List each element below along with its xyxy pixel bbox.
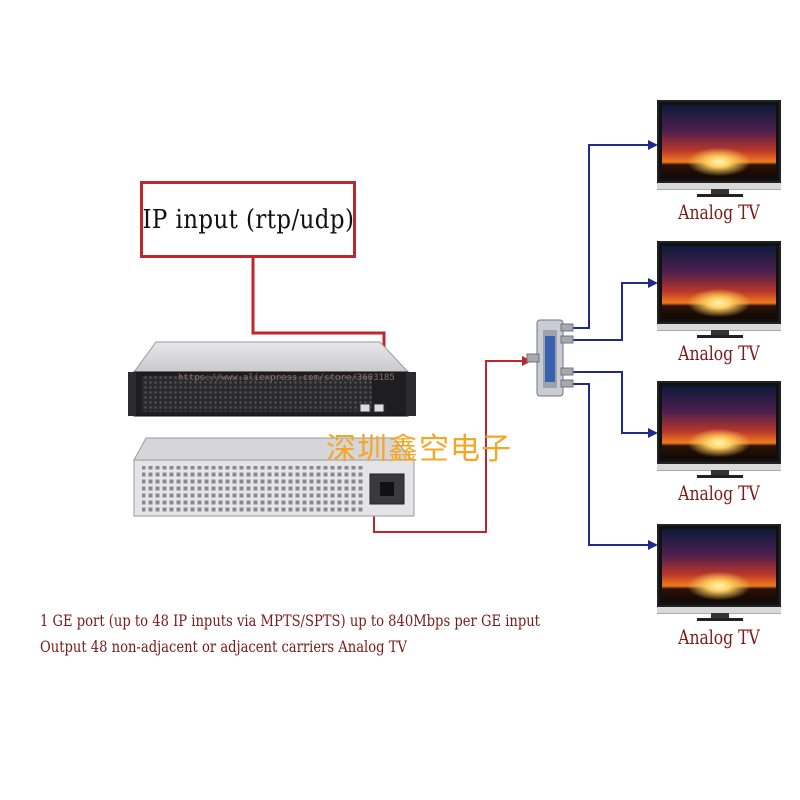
tv-screen <box>657 524 781 607</box>
ip-input-label: IP input (rtp/udp) <box>142 204 354 235</box>
tv-label: Analog TV <box>678 481 760 505</box>
output-line-tv-4 <box>568 383 654 546</box>
output-arrowhead-tv-1 <box>648 140 658 150</box>
rf-splitter <box>526 319 574 397</box>
tv-screen <box>657 100 781 183</box>
tv-label: Analog TV <box>678 200 760 224</box>
output-arrowhead-tv-4 <box>648 540 658 550</box>
tv-screen <box>657 241 781 324</box>
rack-device-back <box>133 437 415 517</box>
output-line-tv-1 <box>568 144 654 329</box>
caption-line-2: Output 48 non-adjacent or adjacent carri… <box>40 637 407 656</box>
caption-line-1: 1 GE port (up to 48 IP inputs via MPTS/S… <box>40 611 540 630</box>
device-url-text: https://www.aliexpress.com/store/3603185 <box>178 373 395 383</box>
rack-device-front <box>128 341 416 417</box>
tv-label: Analog TV <box>678 341 760 365</box>
output-line-tv-2 <box>568 282 654 341</box>
ip-input-box: IP input (rtp/udp) <box>140 181 356 258</box>
rf-output-line <box>373 360 526 533</box>
tv-label: Analog TV <box>678 625 760 649</box>
watermark-text: 深圳鑫空电子 <box>326 432 512 467</box>
output-arrowhead-tv-3 <box>648 428 658 438</box>
tv-screen <box>657 381 781 464</box>
output-line-tv-3 <box>568 371 654 434</box>
output-arrowhead-tv-2 <box>648 278 658 288</box>
